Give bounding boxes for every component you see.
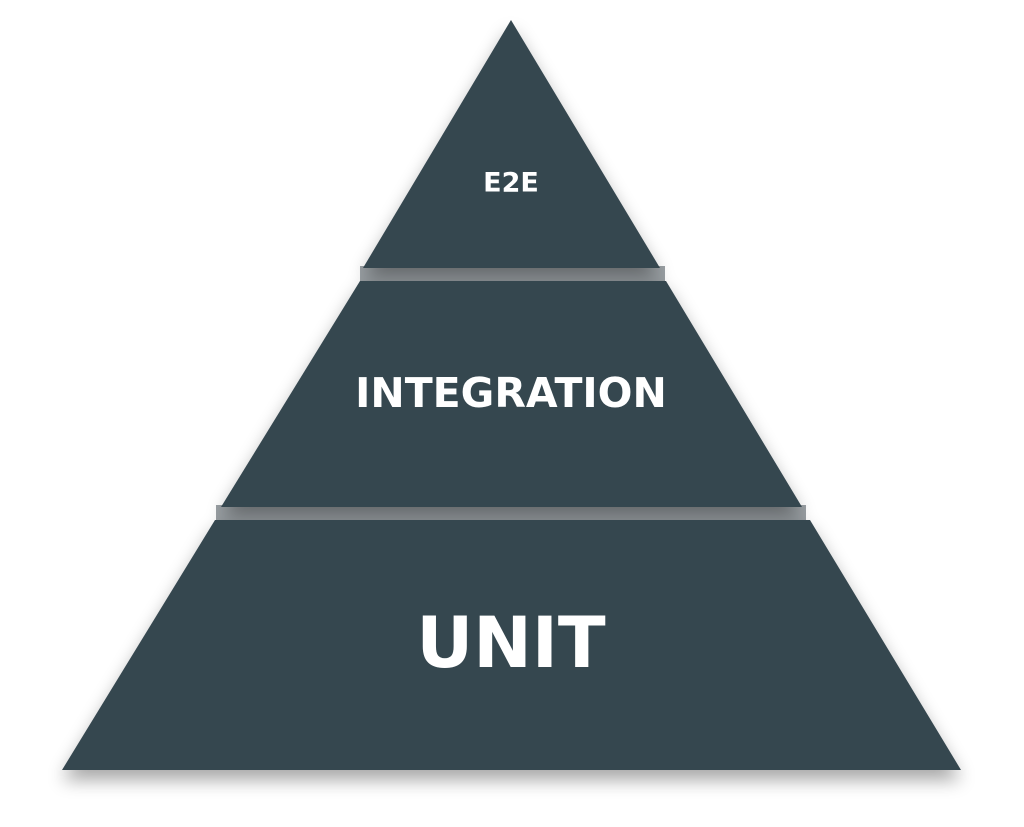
gap-shadow-upper — [360, 266, 665, 282]
tier-label-e2e: E2E — [483, 168, 539, 199]
pyramid-tier-bottom — [62, 520, 961, 770]
pyramid-tier-top — [363, 20, 660, 268]
tier-label-unit: UNIT — [416, 602, 605, 684]
pyramid-tier-middle — [221, 281, 802, 507]
tier-label-integration: INTEGRATION — [355, 369, 667, 417]
gap-shadow-lower — [216, 505, 806, 522]
